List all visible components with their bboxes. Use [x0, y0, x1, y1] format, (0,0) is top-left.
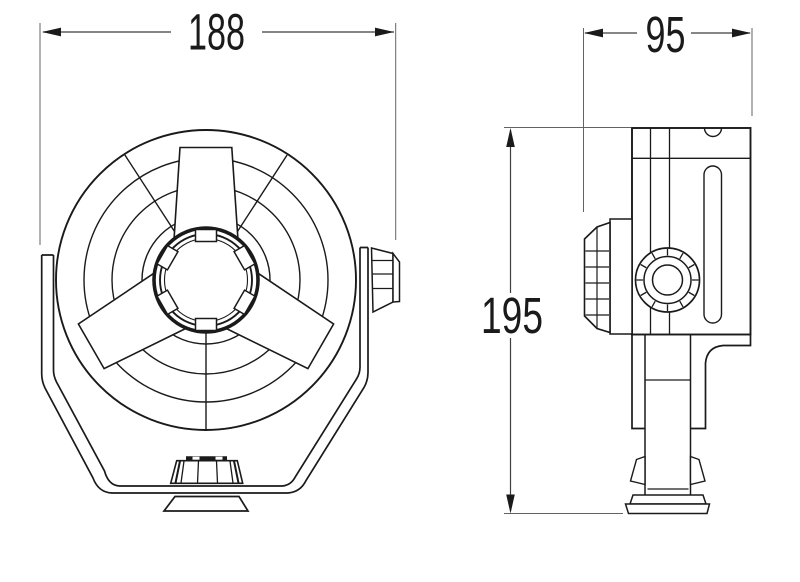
mounting-stand-side — [624, 334, 711, 515]
dimension-depth-value: 95 — [646, 6, 686, 63]
clamp-knob-front — [169, 456, 244, 485]
dimension-depth: 95 — [583, 6, 753, 212]
side-view — [583, 127, 752, 515]
pivot-knob-side — [634, 247, 701, 313]
arrowhead-top — [506, 128, 515, 147]
dimension-height: 195 — [481, 127, 631, 514]
fan-hub — [152, 226, 260, 334]
housing-slot — [703, 165, 723, 324]
mounting-foot-front — [162, 495, 250, 512]
arrowhead-left — [584, 28, 603, 38]
front-view — [40, 129, 401, 512]
dimension-width-value: 188 — [188, 4, 245, 61]
dimension-height-value: 195 — [481, 287, 543, 344]
arrowhead-left — [42, 27, 61, 37]
arrowhead-right — [732, 28, 751, 38]
housing-top-notch — [703, 127, 723, 138]
fan-grille — [55, 129, 357, 431]
arrowhead-right — [375, 27, 394, 37]
hub-lock-tabs — [156, 228, 256, 332]
dimension-width: 188 — [39, 4, 397, 245]
speed-knob-front — [370, 247, 401, 314]
arrowhead-bottom — [506, 494, 515, 514]
mounting-bracket-front — [40, 246, 369, 494]
speed-knob-side — [583, 218, 633, 335]
